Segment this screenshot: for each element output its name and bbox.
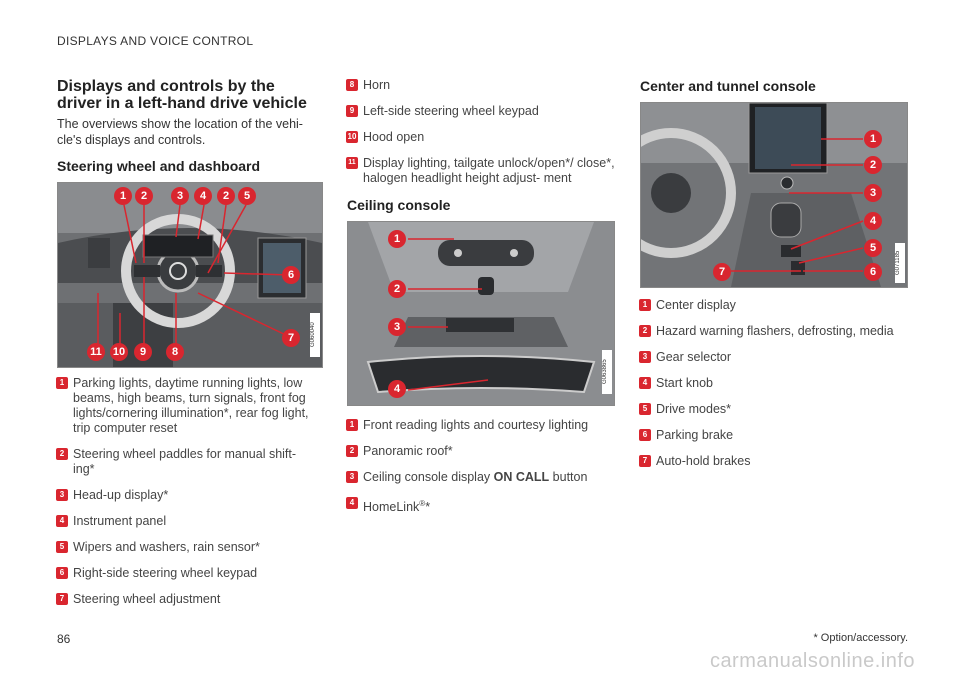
callout-badge: 5 <box>864 239 882 257</box>
intro-text: The overviews show the location of the v… <box>57 117 303 147</box>
center-console-figure: 1 2 3 4 5 6 7 G071185 <box>640 102 908 288</box>
image-code: G063865 <box>602 350 612 394</box>
callout-badge: 7 <box>713 263 731 281</box>
callout-badge: 11 <box>87 343 105 361</box>
section-heading-center: Center and tunnel console <box>640 78 816 94</box>
callout-badge: 1 <box>114 187 132 205</box>
callout-badge: 1 <box>864 130 882 148</box>
callout-badge: 8 <box>166 343 184 361</box>
page-number: 86 <box>57 632 71 646</box>
callout-badge: 6 <box>864 263 882 281</box>
callout-badge: 4 <box>388 380 406 398</box>
callout-badge: 9 <box>134 343 152 361</box>
center-console-illustration <box>641 103 907 287</box>
callout-badge: 3 <box>171 187 189 205</box>
footnote: * Option/accessory. <box>813 632 908 644</box>
callout-badge: 2 <box>135 187 153 205</box>
callout-badge: 7 <box>282 329 300 347</box>
column-left: Displays and controls by the driver in a… <box>56 78 323 618</box>
steering-wheel-figure: 1 2 3 4 2 5 6 7 8 9 10 11 G060040 <box>57 182 323 368</box>
callout-badge: 2 <box>864 156 882 174</box>
page-title: Displays and controls by the driver in a… <box>57 78 307 112</box>
callout-badge: 6 <box>282 266 300 284</box>
image-code: G060040 <box>310 313 320 357</box>
callout-badge: 1 <box>388 230 406 248</box>
callout-badge: 5 <box>238 187 256 205</box>
callout-badge: 2 <box>217 187 235 205</box>
callout-badge: 4 <box>194 187 212 205</box>
callout-badge: 3 <box>864 184 882 202</box>
section-heading-ceiling: Ceiling console <box>347 197 451 213</box>
image-code: G071185 <box>895 243 905 283</box>
callout-badge: 3 <box>388 318 406 336</box>
column-right: Center and tunnel console 1 2 3 4 5 <box>639 78 908 480</box>
ceiling-console-figure: 1 2 3 4 G063865 <box>347 221 615 406</box>
section-heading-steering: Steering wheel and dashboard <box>57 158 261 174</box>
callout-badge: 2 <box>388 280 406 298</box>
running-header: DISPLAYS AND VOICE CONTROL <box>57 34 254 48</box>
watermark: carmanualsonline.info <box>709 650 915 672</box>
callout-badge: 4 <box>864 212 882 230</box>
ceiling-console-illustration <box>348 222 614 405</box>
callout-badge: 10 <box>110 343 128 361</box>
